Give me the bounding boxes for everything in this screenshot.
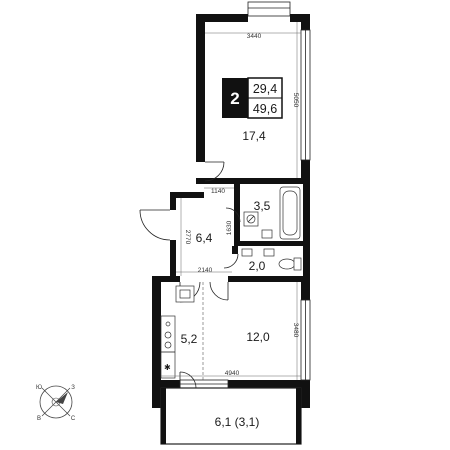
room-small-area: 12,0 — [246, 330, 270, 344]
dimension-lines — [161, 22, 301, 380]
svg-text:✱: ✱ — [164, 363, 171, 372]
wc-area: 2,0 — [249, 259, 266, 273]
compass-west: З — [71, 385, 75, 391]
hall-area: 6,4 — [196, 231, 213, 245]
compass-north: С — [71, 416, 76, 422]
dim-hall-top: 1140 — [211, 188, 225, 195]
badge-total-area: 49,6 — [253, 102, 277, 116]
balcony-area: 6,1 (3,1) — [215, 415, 260, 429]
kitchen-area: 5,2 — [181, 332, 198, 346]
dim-room-small-height: 3480 — [292, 323, 299, 338]
dim-hall-height: 2770 — [184, 230, 191, 245]
dim-top-width: 3440 — [247, 33, 262, 40]
top-window — [247, 1, 291, 17]
compass-east: В — [37, 416, 41, 422]
dim-bath-height: 1630 — [226, 220, 233, 235]
dim-bottom-width: 4940 — [225, 370, 240, 377]
area-badge: 2 29,4 49,6 — [222, 77, 283, 119]
room-large-area: 17,4 — [242, 129, 266, 143]
compass-south: Ю — [36, 385, 42, 391]
badge-room-count: 2 — [230, 89, 239, 108]
bath-fixtures — [243, 186, 301, 240]
badge-living-area: 29,4 — [253, 82, 277, 96]
dim-hall-bottom: 2140 — [198, 267, 213, 274]
bath-area: 3,5 — [254, 199, 271, 213]
compass-rose: Ю З В С — [36, 385, 76, 422]
dim-room-large-height: 5050 — [292, 93, 299, 108]
balcony — [160, 387, 302, 445]
lower-windows — [179, 29, 311, 389]
kitchen-fixtures: ✱ — [160, 285, 195, 379]
wc-fixtures — [241, 248, 302, 271]
